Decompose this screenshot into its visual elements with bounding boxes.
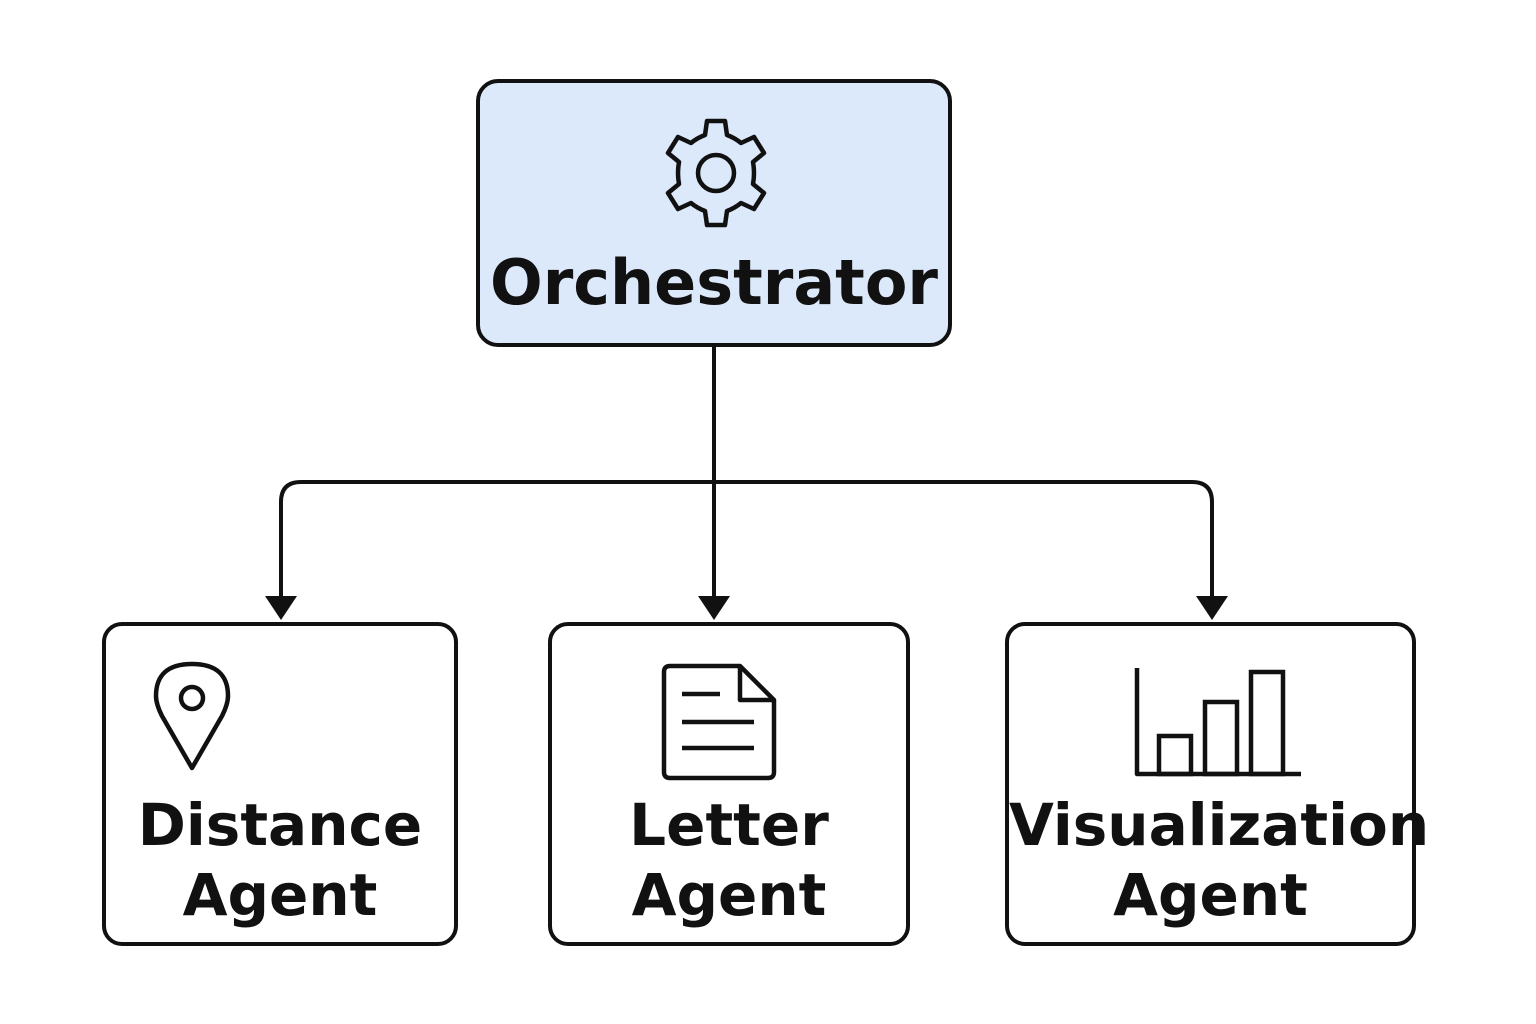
distance-agent-node: Distance Agent [102, 622, 458, 946]
arrowhead-letter [698, 596, 730, 620]
visualization-agent-node: Visualization Agent [1005, 622, 1430, 946]
orchestrator-node: Orchestrator [476, 79, 952, 347]
bar-chart-icon [1134, 668, 1301, 777]
visualization-agent-label: Visualization Agent [1009, 791, 1430, 930]
arrowhead-distance [265, 596, 297, 620]
visualization-agent-label-line1: Visualization [1009, 791, 1430, 859]
distance-agent-label: Distance Agent [106, 791, 454, 930]
map-pin-icon [153, 661, 231, 771]
arrowhead-visualization [1196, 596, 1228, 620]
gear-icon [665, 118, 767, 228]
visualization-agent-label-line2: Agent [1113, 860, 1308, 929]
letter-agent-node: Letter Agent [548, 622, 910, 946]
letter-agent-label-line2: Agent [631, 860, 827, 929]
orchestrator-label: Orchestrator [490, 246, 938, 319]
distance-agent-label-line1: Distance [137, 791, 423, 859]
letter-agent-label-line1: Letter [629, 791, 829, 859]
document-icon [661, 663, 777, 781]
distance-agent-label-line2: Agent [182, 860, 378, 929]
connector-bus [279, 480, 1214, 600]
letter-agent-label: Letter Agent [552, 791, 906, 930]
